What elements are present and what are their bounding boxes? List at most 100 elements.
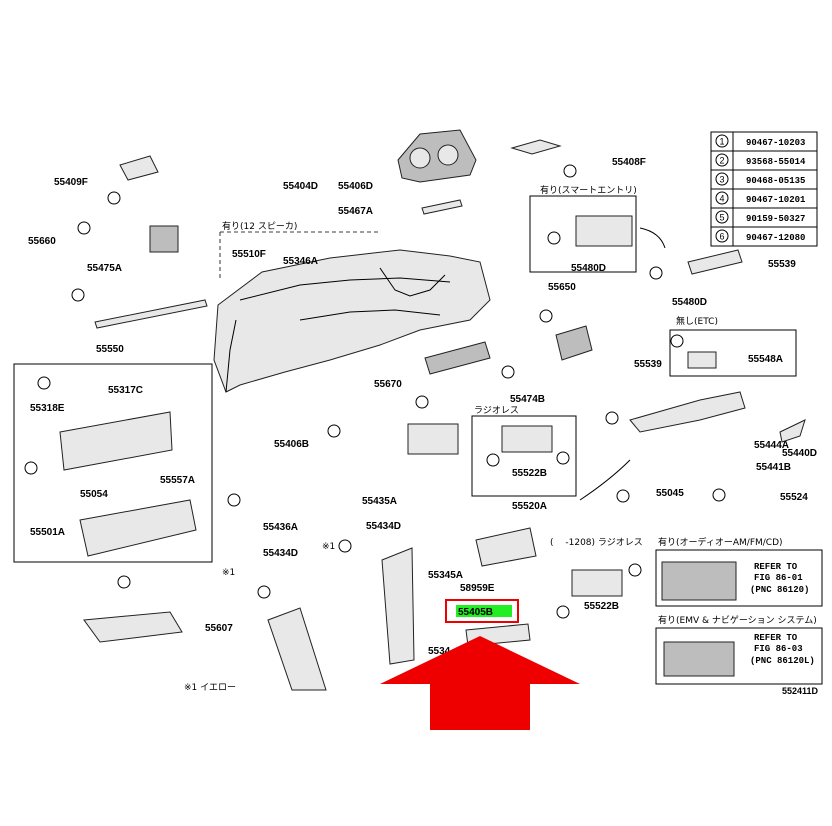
note-radio-less: ラジオレス <box>474 405 519 416</box>
part-label: 55404D <box>283 181 318 192</box>
table-row: 1 90467-10203 <box>715 134 805 148</box>
garnish-strip <box>94 299 208 329</box>
svg-text:1: 1 <box>719 137 724 147</box>
svg-text:93568-55014: 93568-55014 <box>746 157 806 167</box>
part-label: 55520A <box>512 501 547 512</box>
note-speaker: 有り(12 スピーカ) <box>222 220 297 232</box>
part-label: 55548A <box>748 354 783 365</box>
diagram-id: 552411D <box>782 686 819 696</box>
pocket-55406B <box>407 423 459 455</box>
radio-pocket <box>501 425 553 453</box>
svg-text:6: 6 <box>719 232 724 242</box>
note-smart-entry: 有り(スマートエントリ) <box>540 184 637 196</box>
part-label: 55435A <box>362 496 397 507</box>
table-row: 5 90159-50327 <box>715 210 805 224</box>
highlighted-part-label: 55405B <box>458 607 493 618</box>
refer-fig: FIG 86-03 <box>754 644 803 654</box>
smart-entry-group <box>529 195 637 273</box>
radio-less-pocket <box>571 569 623 597</box>
part-label: 55660 <box>28 236 56 247</box>
part-label: 55522B <box>584 601 619 612</box>
part-label: 55406B <box>274 439 309 450</box>
instrument-panel <box>213 249 491 393</box>
part-label: 55436A <box>263 522 298 533</box>
table-row: 2 93568-55014 <box>715 153 806 167</box>
svg-text:5: 5 <box>719 213 724 223</box>
side-cap <box>119 155 159 181</box>
svg-text:4: 4 <box>719 194 724 204</box>
part-label: 55054 <box>80 489 108 500</box>
center-lower-box <box>475 527 537 567</box>
part-label: 55045 <box>656 488 684 499</box>
glove-box-group <box>13 363 213 563</box>
svg-text:2: 2 <box>719 156 724 166</box>
part-label: 55475A <box>87 263 122 274</box>
highlight-fill <box>456 605 512 617</box>
left-register <box>149 225 179 253</box>
meter-hood <box>397 129 477 183</box>
hood-trim <box>421 199 463 215</box>
switch-panel <box>575 215 633 247</box>
part-label: 55441B <box>756 462 791 473</box>
svg-text:90468-05135: 90468-05135 <box>746 176 805 186</box>
nav-group <box>655 627 823 685</box>
top-cover <box>510 139 562 155</box>
refer-to: REFER TO <box>754 562 798 572</box>
lower-panel-55607 <box>83 611 183 643</box>
etc-cover <box>687 351 717 369</box>
refer-fig: FIG 86-01 <box>754 573 803 583</box>
part-label: 55524 <box>780 492 808 503</box>
part-label: 55550 <box>96 344 124 355</box>
part-label: 55434D <box>366 521 401 532</box>
part-label: 55409F <box>54 177 88 188</box>
glove-box-door <box>79 499 197 557</box>
refer-pnc: (PNC 86120L) <box>750 656 815 666</box>
right-end-cap <box>779 419 806 443</box>
part-label: 55607 <box>205 623 233 634</box>
table-row: 6 90467-12080 <box>715 229 805 243</box>
note-audio: 有り(オーディオーAM/FM/CD) <box>658 536 783 548</box>
part-label: 55434D <box>263 548 298 559</box>
part-label: 55670 <box>374 379 402 390</box>
note-star1: ※1 <box>322 542 335 552</box>
center-register <box>424 341 491 375</box>
fastener-callouts <box>24 164 726 619</box>
part-label: 55480D <box>571 263 606 274</box>
part-label: 5534 <box>428 646 451 657</box>
highlight-box <box>445 599 519 623</box>
part-label: 55474B <box>510 394 545 405</box>
part-label: 55444A <box>754 440 789 451</box>
right-register <box>555 325 593 361</box>
part-label: 55510F <box>232 249 266 260</box>
part-label: 55318E <box>30 403 65 414</box>
note-radio-less-1208: ( -1208) ラジオレス <box>550 537 643 548</box>
audio-unit <box>661 561 737 601</box>
svg-text:3: 3 <box>719 175 724 185</box>
svg-text:90467-12080: 90467-12080 <box>746 233 805 243</box>
glove-box-frame <box>59 411 173 471</box>
side-panel-right <box>381 547 415 665</box>
table-row: 3 90468-05135 <box>715 172 805 186</box>
part-label: 55650 <box>548 282 576 293</box>
part-label: 55501A <box>30 527 65 538</box>
lower-right-panel <box>629 391 746 433</box>
etc-group <box>669 329 797 377</box>
note-emv: 有り(EMV & ナビゲーション システム) <box>658 614 817 626</box>
part-label: 55539 <box>768 259 796 270</box>
part-label: 55522B <box>512 468 547 479</box>
footnote: ※1 イエロー <box>184 683 236 693</box>
fastener-table: 1 90467-10203 2 93568-55014 3 90468-0513… <box>710 131 818 247</box>
svg-text:90467-10201: 90467-10201 <box>746 195 806 205</box>
part-label: 55346A <box>283 256 318 267</box>
part-label: 55557A <box>160 475 195 486</box>
refer-pnc: (PNC 86120) <box>750 585 809 595</box>
side-panel-left <box>267 607 327 691</box>
audio-group <box>655 549 823 607</box>
navigation-unit <box>663 641 735 677</box>
part-label: 55539 <box>634 359 662 370</box>
highlighted-part[interactable]: 55405B <box>445 599 519 623</box>
refer-to: REFER TO <box>754 633 798 643</box>
note-etc: 無し(ETC) <box>676 315 718 327</box>
table-row: 4 90467-10201 <box>715 191 806 205</box>
